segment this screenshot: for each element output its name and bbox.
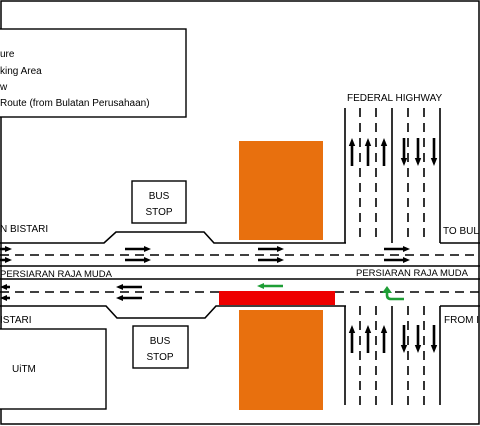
right-arrow-icon (0, 257, 12, 263)
uitm-label: UiTM (12, 364, 36, 375)
right-arrow-icon (384, 257, 410, 263)
lane-markings (0, 108, 480, 405)
persiaran-left-label: PERSIARAN RAJA MUDA (0, 269, 113, 280)
uitm-block: UiTM (0, 328, 107, 410)
down-arrow-icon (430, 138, 438, 166)
right-arrow-icon (0, 246, 12, 252)
road-left-bottom-label: ISTARI (0, 315, 31, 326)
left-arrow-icon (0, 295, 10, 301)
legend-box: ure king Area w Route (from Bulatan Peru… (0, 28, 187, 118)
road-left-top-label: N BISTARI (0, 224, 48, 235)
legend-item-structure: ure (0, 49, 15, 60)
up-arrow-icon (348, 138, 356, 166)
right-arrow-icon (125, 257, 151, 263)
flow-arrows-horizontal (0, 246, 410, 301)
route-arrows (257, 283, 404, 301)
route-left-arrow-icon (257, 283, 283, 289)
up-arrow-icon (364, 325, 372, 353)
bus-stop-bottom-line1: BUS (150, 336, 171, 347)
lane-closure (219, 291, 335, 305)
bus-stop-top: BUS STOP (131, 180, 187, 224)
legend-item-parking: king Area (0, 66, 42, 77)
up-arrow-icon (380, 138, 388, 166)
right-arrow-icon (384, 246, 410, 252)
down-arrow-icon (400, 138, 408, 166)
structure-top (239, 141, 323, 240)
down-arrow-icon (400, 325, 408, 353)
route-turn-arrowhead-icon (382, 286, 392, 293)
right-arrow-icon (258, 257, 284, 263)
federal-highway-label: FEDERAL HIGHWAY (347, 93, 443, 104)
left-arrow-icon (0, 284, 10, 290)
persiaran-right-label: PERSIARAN RAJA MUDA (356, 268, 469, 279)
bus-stop-bottom-line2: STOP (146, 352, 173, 363)
down-arrow-icon (414, 138, 422, 166)
structure-bottom (239, 310, 323, 410)
bus-stop-top-line2: STOP (145, 207, 172, 218)
route-turn-arrow-icon (385, 292, 404, 301)
down-arrow-icon (430, 325, 438, 353)
up-arrow-icon (380, 325, 388, 353)
to-bul-label: TO BUL (443, 226, 479, 237)
left-arrow-icon (116, 284, 142, 290)
legend-item-flow: w (0, 82, 8, 93)
down-arrow-icon (414, 325, 422, 353)
right-arrow-icon (258, 246, 284, 252)
right-arrow-icon (125, 246, 151, 252)
from-label: FROM I (444, 315, 479, 326)
bus-stop-top-line1: BUS (149, 191, 170, 202)
road-edges (0, 108, 480, 405)
flow-arrows-vertical (348, 138, 438, 353)
up-arrow-icon (348, 325, 356, 353)
up-arrow-icon (364, 138, 372, 166)
legend-item-route: Route (from Bulatan Perusahaan) (0, 98, 150, 109)
bus-stop-bottom: BUS STOP (132, 325, 189, 369)
left-arrow-icon (116, 295, 142, 301)
